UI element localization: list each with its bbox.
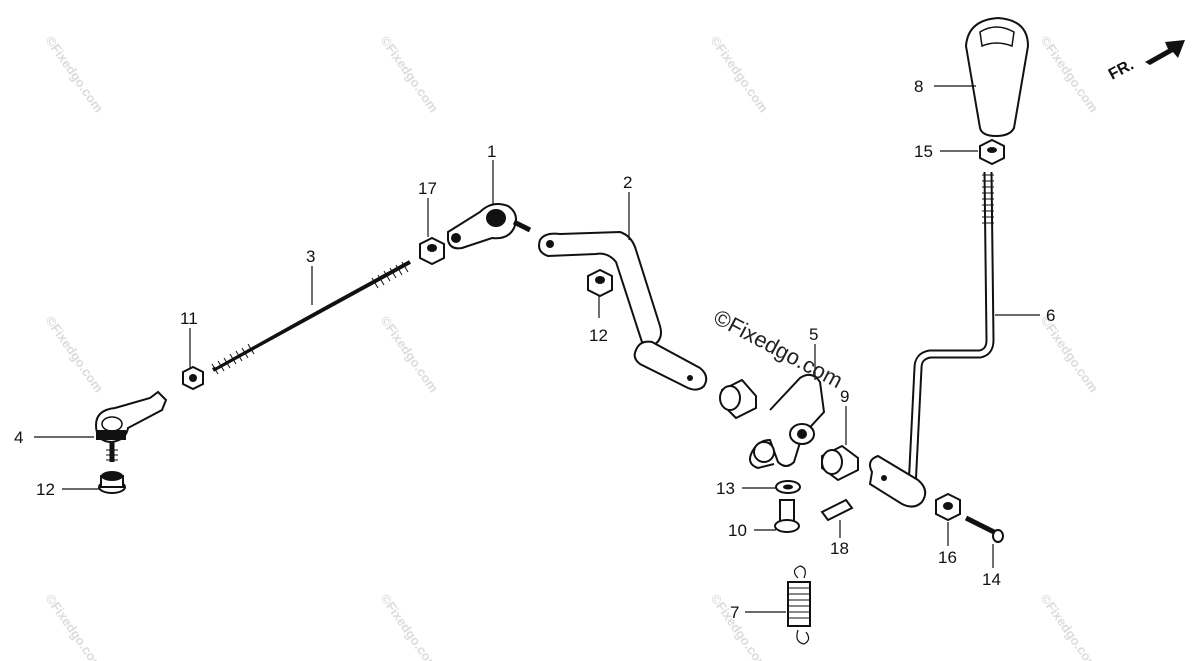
callout-15: 15 — [914, 142, 933, 161]
callout-1: 1 — [487, 142, 496, 161]
callout-2: 2 — [623, 173, 632, 192]
part-flange-nut-12-left — [98, 471, 126, 494]
callout-5: 5 — [809, 325, 818, 344]
callout-12-center: 12 — [589, 326, 608, 345]
watermark: ©Fixedgo.com — [43, 591, 107, 661]
watermark: ©Fixedgo.com — [1038, 591, 1102, 661]
part-nut-12-center — [587, 268, 613, 298]
part-collar — [719, 378, 757, 420]
callout-labels: 1 2 3 4 5 6 7 8 9 10 11 12 12 13 14 15 1… — [14, 77, 1055, 622]
callout-9: 9 — [840, 387, 849, 406]
watermark: ©Fixedgo.com — [378, 33, 442, 115]
part-shift-knob — [964, 16, 1030, 138]
watermark: ©Fixedgo.com — [708, 591, 772, 661]
callout-7: 7 — [730, 603, 739, 622]
callout-18: 18 — [830, 539, 849, 558]
part-nut-15 — [979, 138, 1005, 166]
watermark: ©Fixedgo.com — [378, 591, 442, 661]
part-washer-13 — [775, 480, 801, 494]
front-arrow-icon — [1145, 40, 1185, 65]
part-ball-joint — [447, 203, 532, 250]
watermark: ©Fixedgo.com — [708, 33, 772, 115]
leader-lines — [34, 85, 1040, 613]
part-pin-18 — [820, 498, 854, 522]
watermark: ©Fixedgo.com — [43, 33, 107, 115]
front-direction-indicator: FR. — [1106, 40, 1185, 84]
watermark: ©Fixedgo.com — [43, 313, 107, 395]
part-bolt-14 — [964, 515, 1004, 543]
callout-13: 13 — [716, 479, 735, 498]
callout-3: 3 — [306, 247, 315, 266]
watermark: ©Fixedgo.com — [378, 313, 442, 395]
part-shift-lever-rod — [868, 171, 995, 508]
callout-6: 6 — [1046, 306, 1055, 325]
part-pivot-bracket — [749, 373, 826, 470]
callout-8: 8 — [914, 77, 923, 96]
callout-14: 14 — [982, 570, 1001, 589]
watermark: ©Fixedgo.com — [1038, 313, 1102, 395]
part-tie-rod-end — [94, 390, 168, 462]
callout-11: 11 — [180, 309, 198, 328]
callout-10: 10 — [728, 521, 747, 540]
part-nut-17 — [419, 236, 445, 266]
part-spring-7 — [787, 565, 811, 645]
front-direction-label: FR. — [1106, 56, 1137, 83]
callout-4: 4 — [14, 428, 23, 447]
center-watermark: ©Fixedgo.com — [710, 304, 847, 393]
watermark: ©Fixedgo.com — [1038, 33, 1102, 115]
part-nut-11 — [182, 365, 204, 391]
part-shift-arm — [538, 230, 708, 391]
part-collar-9 — [821, 444, 859, 482]
part-bolt-10 — [774, 499, 800, 533]
callout-16: 16 — [938, 548, 957, 567]
callout-17: 17 — [418, 179, 437, 198]
part-nut-16 — [935, 492, 961, 522]
callout-12-left: 12 — [36, 480, 55, 499]
part-tie-rod — [211, 258, 411, 375]
